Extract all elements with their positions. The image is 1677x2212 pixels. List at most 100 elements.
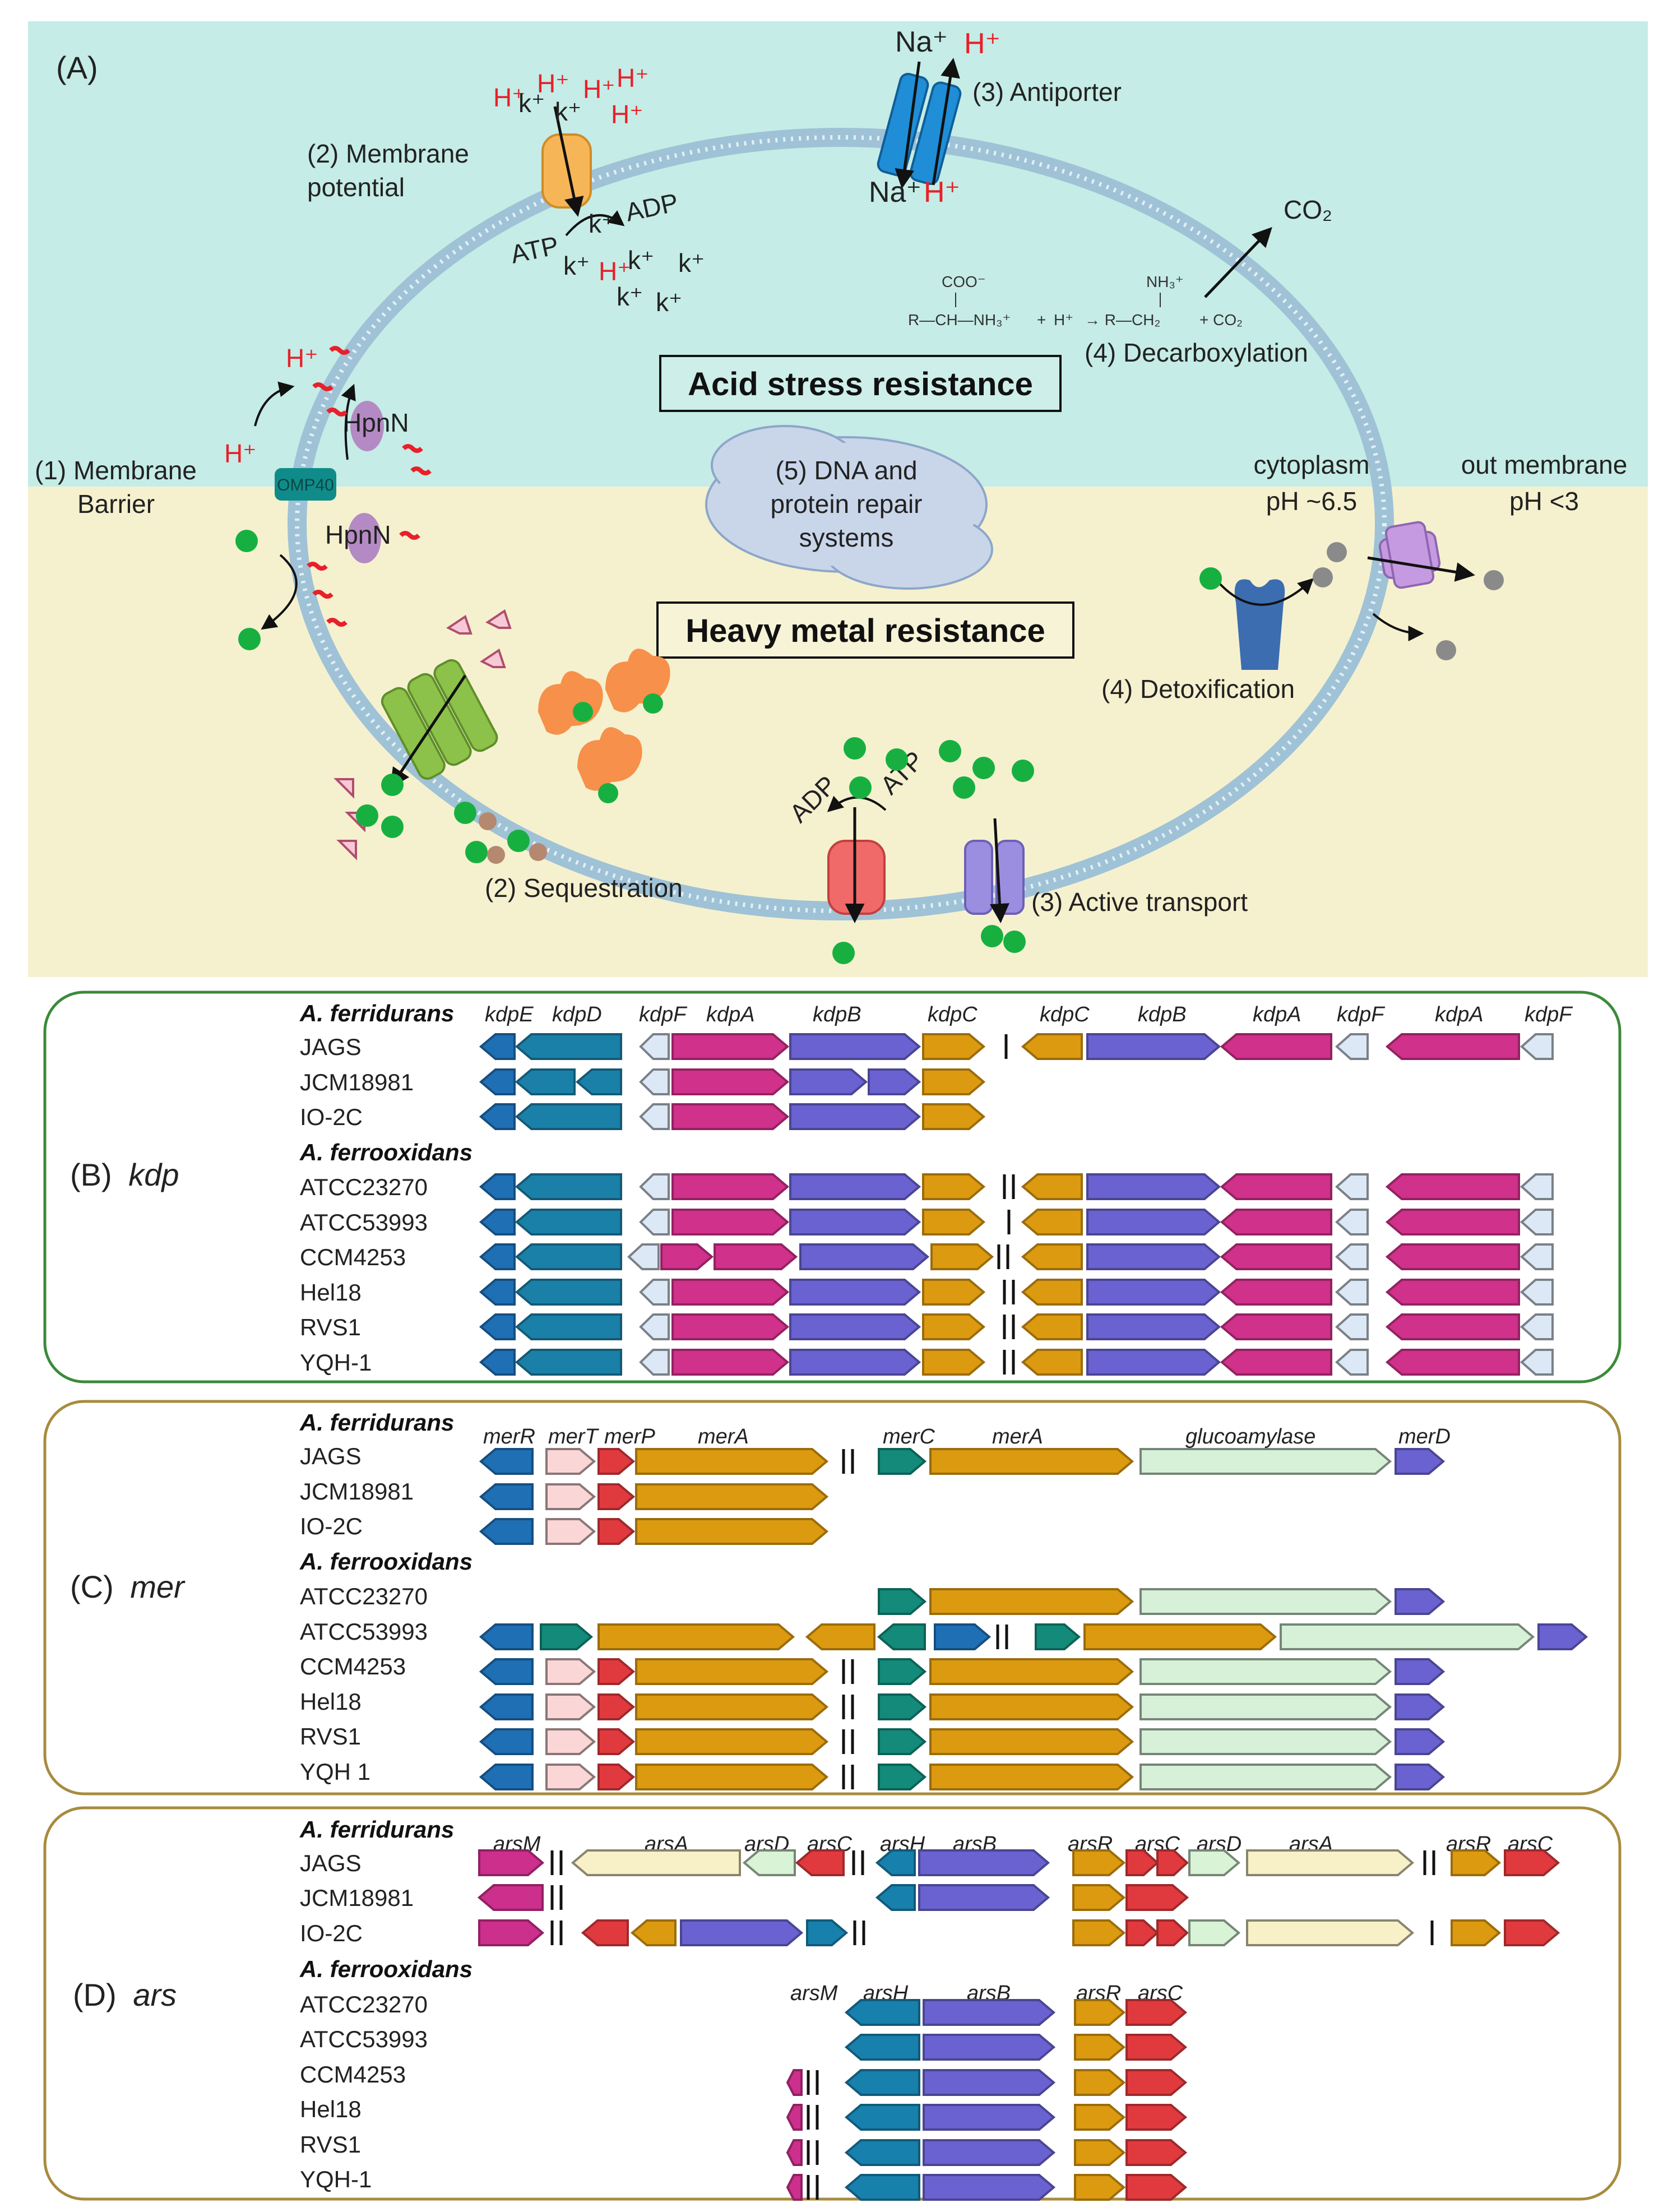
gene-label-kdpB: kdpB — [813, 1003, 861, 1026]
active-transport-arrow — [989, 818, 1009, 923]
gene-arrow-kdpF — [1335, 1243, 1369, 1270]
panel-b: (B) kdp A. ferridurans JAGS JCM18981 IO-… — [43, 991, 1622, 1383]
gene-label-kdpC: kdpC — [928, 1003, 978, 1026]
gene-arrow-merC — [878, 1658, 927, 1685]
co2-arrow — [1204, 226, 1272, 298]
gene-arrow-merR — [479, 1728, 534, 1755]
gene-arrow-merD — [1395, 1588, 1446, 1615]
antiporter-arrow-out — [932, 58, 960, 186]
gene-arrow-arsR — [1074, 2174, 1126, 2201]
gene-arrow-kdpB — [789, 1349, 921, 1376]
gene-arrow-kdpC — [922, 1033, 986, 1060]
gene-arrow-kdpC — [922, 1209, 986, 1235]
gene-arrow-merD — [1395, 1764, 1446, 1790]
gene-arrow-arsM — [477, 1884, 544, 1911]
dna-repair-line1: (5) DNA and — [775, 456, 917, 485]
gene-arrow-kdpF — [639, 1173, 670, 1200]
gene-arrow-kdpF — [1520, 1349, 1554, 1376]
gene-arrow-kdpE — [479, 1103, 516, 1130]
cytoplasm-label: cytoplasm — [1253, 450, 1369, 479]
gene-arrow-merT — [545, 1448, 596, 1475]
gene-label-merT: merT — [548, 1425, 599, 1449]
strain-label: CCM4253 — [300, 2061, 406, 2088]
k-ion: k⁺ — [628, 246, 654, 275]
gene-arrow-kdpC — [922, 1173, 986, 1200]
sequestration-bound-ions — [479, 812, 547, 864]
sequestration-transporter — [381, 659, 498, 780]
gene-label-merD: merD — [1398, 1425, 1451, 1449]
gene-arrow-kdpC — [922, 1103, 986, 1130]
gene-arrow-arsC — [1504, 1919, 1560, 1946]
hpnn-label-lower: HpnN — [325, 520, 391, 549]
gene-arrow-merC — [878, 1588, 927, 1615]
strain-label: CCM4253 — [300, 1244, 406, 1270]
strain-label: JAGS — [300, 1443, 362, 1469]
gene-arrow-kdpB — [789, 1068, 868, 1095]
cytoplasm-ph: pH ~6.5 — [1266, 487, 1357, 516]
gene-arrow-kdpF — [1520, 1209, 1554, 1235]
strain-label: CCM4253 — [300, 1653, 406, 1679]
gene-arrow-kdpA — [1220, 1279, 1332, 1306]
gene-arrow-arsC — [1156, 1919, 1189, 1946]
gene-arrow-kdpA — [1220, 1313, 1332, 1340]
panel-d-frame — [43, 1806, 1622, 2201]
gene-arrow-kdpB — [1086, 1313, 1221, 1340]
antiporter-h-out: H⁺ — [964, 27, 1000, 60]
efflux-arrow — [1367, 556, 1475, 582]
gene-label-kdpA: kdpA — [706, 1003, 755, 1026]
gene-arrow-merA — [929, 1448, 1134, 1475]
gene-arrow-merP — [597, 1693, 636, 1720]
gene-arrow-arsA — [1246, 1919, 1415, 1946]
gene-arrow-merR — [479, 1483, 534, 1510]
gene-arrow-arsC — [1125, 2069, 1188, 2096]
out-membrane-ph: pH <3 — [1509, 487, 1579, 516]
gene-arrow-arsR — [1074, 2139, 1126, 2166]
gene-arrow-arsR — [1074, 1999, 1126, 2026]
gene-arrow-kdpB — [799, 1243, 930, 1270]
gene-arrow-kdpE — [479, 1313, 516, 1340]
omp40-label: OMP40 — [277, 476, 334, 494]
gene-arrow-merA — [929, 1693, 1134, 1720]
gene-arrow-kdpC — [930, 1243, 994, 1270]
gene-arrow-glucoamylase — [1139, 1728, 1392, 1755]
gene-arrow-kdpE — [479, 1068, 516, 1095]
gene-arrow-merA — [635, 1658, 829, 1685]
detox-product — [1313, 567, 1333, 587]
gene-arrow-glucoamylase — [1139, 1693, 1392, 1720]
gene-arrow-arsH — [844, 1999, 920, 2026]
panel-c: (C) mer A. ferridurans JAGS JCM18981 IO-… — [43, 1400, 1622, 1795]
gene-label-merR: merR — [483, 1425, 535, 1449]
gene-arrow-merP — [597, 1448, 636, 1475]
gene-arrow-merD — [1537, 1623, 1588, 1650]
gene-arrow-arsM — [786, 2104, 803, 2131]
gene-arrow-arsR — [1451, 1849, 1502, 1876]
gene-arrow-arsB — [923, 1999, 1056, 2026]
gene-arrow-arsC — [1156, 1849, 1189, 1876]
gene-arrow-merC — [878, 1764, 927, 1790]
gene-arrow-kdpF — [639, 1033, 670, 1060]
gene-arrow-merP — [597, 1658, 636, 1685]
strain-label: ATCC53993 — [300, 1618, 428, 1645]
gene-arrow-kdpC — [1021, 1313, 1083, 1340]
gene-arrow-merC — [1035, 1623, 1081, 1650]
gene-arrow-kdpA — [660, 1243, 714, 1270]
dna-repair-line2: protein repair — [770, 489, 922, 519]
panel-a: (A) Acid stress resistance Heavy metal r… — [28, 21, 1648, 977]
gene-arrow-kdpD — [515, 1033, 622, 1060]
gene-arrow-arsR — [1072, 1884, 1126, 1911]
gene-arrow-arsH — [875, 1849, 916, 1876]
pump-metal-ions — [832, 737, 1034, 964]
panel-b-frame — [43, 991, 1622, 1383]
gene-arrow-arsC — [795, 1849, 845, 1876]
species-ferridurans-b: A. ferridurans — [299, 1000, 454, 1026]
k-channel-protein — [541, 133, 592, 209]
hpnn-protein-upper — [350, 401, 384, 451]
gene-arrow-kdpA — [1385, 1349, 1520, 1376]
gene-arrow-kdpA — [671, 1068, 790, 1095]
gene-arrow-kdpB — [789, 1209, 921, 1235]
gene-label-kdpE: kdpE — [485, 1003, 534, 1026]
gene-arrow-merR — [934, 1623, 992, 1650]
gene-arrow-arsB — [923, 2104, 1056, 2131]
k-ion: k⁺ — [678, 248, 705, 277]
